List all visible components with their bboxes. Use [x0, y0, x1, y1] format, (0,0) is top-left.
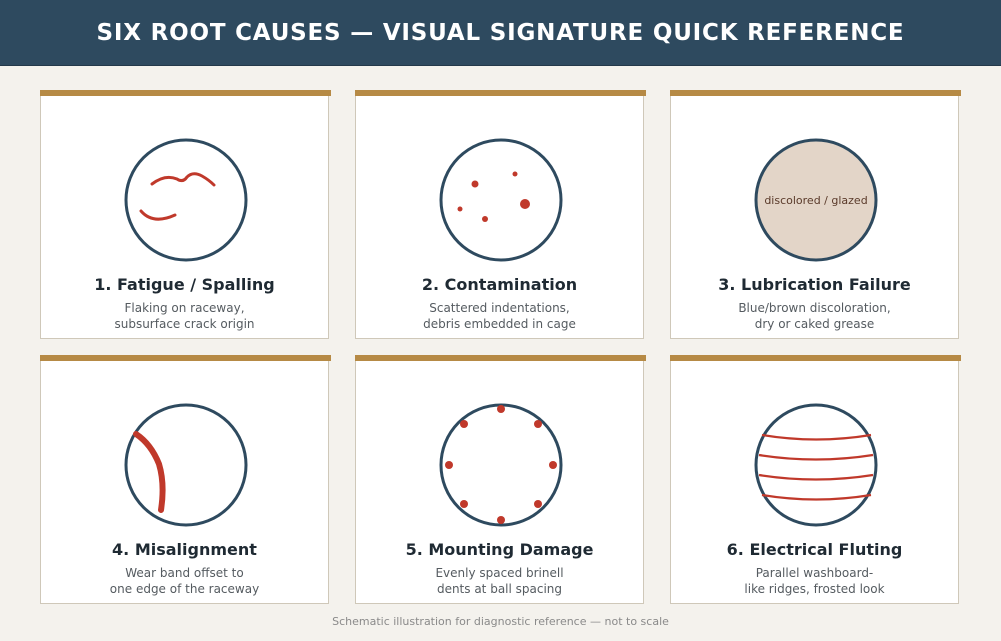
desc-line: subsurface crack origin — [114, 317, 255, 331]
discolored-glazed-icon: discolored / glazed — [754, 138, 878, 262]
desc-line: dry or caked grease — [754, 317, 875, 331]
footer-note: Schematic illustration for diagnostic re… — [332, 615, 669, 628]
desc-line: Flaking on raceway, — [124, 301, 245, 315]
card-description: Parallel washboard- like ridges, frosted… — [671, 565, 958, 597]
card-title: 1. Fatigue / Spalling — [94, 275, 275, 294]
offset-wear-band-icon — [124, 403, 248, 527]
card-title: 3. Lubrication Failure — [718, 275, 911, 294]
fluting-ridges-icon — [754, 403, 878, 527]
desc-line: dents at ball spacing — [436, 582, 563, 596]
card-description: Scattered indentations, debris embedded … — [356, 300, 643, 332]
card-title: 5. Mounting Damage — [405, 540, 594, 559]
icon-label: discolored / glazed — [764, 194, 867, 207]
page-header: SIX ROOT CAUSES — VISUAL SIGNATURE QUICK… — [0, 0, 1001, 66]
desc-line: Parallel washboard- — [755, 566, 874, 580]
desc-line: debris embedded in cage — [423, 317, 576, 331]
card-accent-bar — [670, 355, 961, 361]
card-mounting-damage: 5. Mounting Damage Evenly spaced brinell… — [355, 355, 646, 604]
card-accent-bar — [355, 90, 646, 96]
page-title: SIX ROOT CAUSES — VISUAL SIGNATURE QUICK… — [96, 19, 905, 46]
card-title: 2. Contamination — [421, 275, 578, 294]
spalling-crack-icon — [124, 138, 248, 262]
card-description: Wear band offset to one edge of the race… — [41, 565, 328, 597]
card-title: 4. Misalignment — [112, 540, 257, 559]
contamination-dots-icon — [439, 138, 563, 262]
card-description: Flaking on raceway, subsurface crack ori… — [41, 300, 328, 332]
desc-line: Wear band offset to — [125, 566, 244, 580]
desc-line: Blue/brown discoloration, — [738, 301, 891, 315]
desc-line: Evenly spaced brinell — [435, 566, 564, 580]
desc-line: like ridges, frosted look — [744, 582, 885, 596]
card-accent-bar — [355, 355, 646, 361]
card-contamination: 2. Contamination Scattered indentations,… — [355, 90, 646, 339]
card-description: Evenly spaced brinell dents at ball spac… — [356, 565, 643, 597]
card-accent-bar — [40, 90, 331, 96]
card-description: Blue/brown discoloration, dry or caked g… — [671, 300, 958, 332]
brinell-dents-icon — [439, 403, 563, 527]
card-accent-bar — [670, 90, 961, 96]
card-misalignment: 4. Misalignment Wear band offset to one … — [40, 355, 331, 604]
desc-line: one edge of the raceway — [109, 582, 260, 596]
card-title: 6. Electrical Fluting — [726, 540, 903, 559]
card-fatigue-spalling: 1. Fatigue / Spalling Flaking on raceway… — [40, 90, 331, 339]
desc-line: Scattered indentations, — [429, 301, 570, 315]
card-accent-bar — [40, 355, 331, 361]
card-electrical-fluting: 6. Electrical Fluting Parallel washboard… — [670, 355, 961, 604]
card-lubrication-failure: discolored / glazed 3. Lubrication Failu… — [670, 90, 961, 339]
